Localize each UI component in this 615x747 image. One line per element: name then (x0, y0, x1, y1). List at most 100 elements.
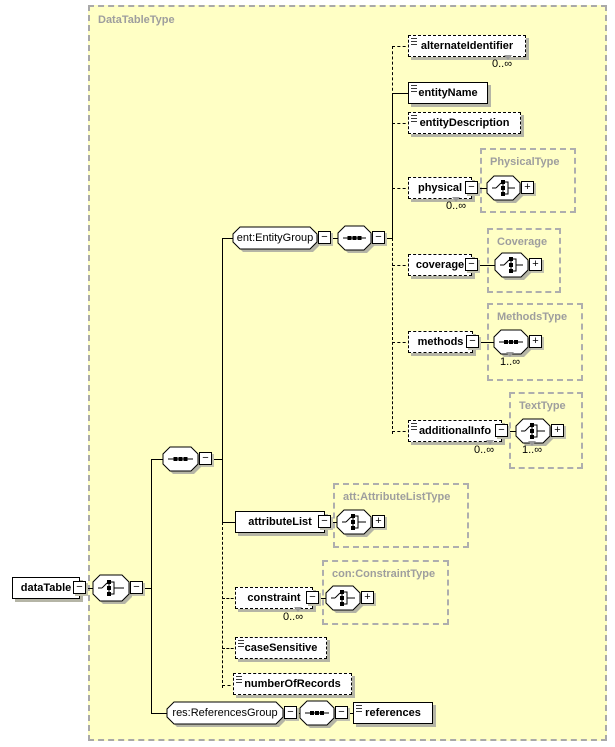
cardinality-methodsType: 1..∞ (500, 356, 521, 368)
type-box-PhysicalType: PhysicalType (480, 148, 576, 213)
element-label: physical (417, 182, 463, 194)
text-content-icon (411, 38, 417, 45)
expand-button-physicalType[interactable]: + (521, 181, 534, 194)
connector-line (222, 522, 223, 688)
type-label: MethodsType (497, 311, 568, 323)
element-label: entityName (418, 87, 478, 99)
connector-line (508, 431, 516, 432)
element-label: additionalInfo (418, 425, 492, 437)
connector-line (331, 238, 338, 239)
sequence-compositor-referencesGroup[interactable] (299, 700, 337, 728)
connector-line (478, 265, 495, 266)
cardinality-additionalInfo: 0..∞ (474, 444, 495, 456)
group-label: res:ReferencesGroup (172, 707, 278, 719)
occurs-indicator-icon (294, 607, 302, 612)
text-content-icon (236, 676, 242, 683)
expand-button-coverageType[interactable]: + (529, 258, 542, 271)
expand-button-textType[interactable]: + (551, 424, 564, 437)
element-dataTable[interactable]: dataTable (12, 577, 80, 599)
type-box-AttributeListType: att:AttributeListType (333, 483, 469, 548)
element-physical[interactable]: physical (408, 177, 472, 199)
collapse-button-constraint[interactable]: − (306, 591, 319, 604)
connector-line (222, 598, 238, 599)
element-label: constraint (247, 592, 301, 604)
group-referencesGroup[interactable]: res:ReferencesGroup (166, 701, 286, 727)
type-label: PhysicalType (490, 156, 560, 168)
compositor-attributeListType[interactable] (336, 509, 374, 537)
element-label: attributeList (248, 516, 312, 528)
collapse-button-physical[interactable]: − (465, 181, 478, 194)
connector-line (222, 238, 223, 522)
sequence-compositor-branch[interactable] (162, 446, 201, 474)
collapse-button-entityGroup[interactable]: − (318, 231, 331, 244)
connector-line (392, 123, 411, 124)
element-label: methods (417, 336, 464, 348)
connector-line (392, 46, 411, 47)
element-constraint[interactable]: constraint (235, 587, 313, 609)
element-entityDescription[interactable]: entityDescription (408, 112, 521, 134)
compositor-physicalType[interactable] (486, 175, 523, 203)
group-label: ent:EntityGroup (236, 232, 314, 244)
type-box-TextType: TextType (509, 392, 583, 469)
element-label: coverage (415, 259, 465, 271)
collapse-button-root-choice[interactable]: − (130, 581, 143, 594)
group-entityGroup[interactable]: ent:EntityGroup (232, 226, 320, 252)
element-methods[interactable]: methods (408, 331, 473, 353)
element-additionalInfo[interactable]: additionalInfo (408, 420, 502, 442)
element-references[interactable]: references (353, 702, 433, 724)
connector-line (392, 188, 411, 189)
connector-line (212, 459, 222, 460)
cardinality-constraint: 0..∞ (283, 611, 304, 623)
connector-line (392, 342, 411, 343)
type-label: att:AttributeListType (343, 491, 451, 503)
compositor-textType[interactable] (515, 418, 553, 446)
collapse-button-coverage[interactable]: − (465, 258, 478, 271)
type-label: Coverage (497, 236, 548, 248)
collapse-button-attributeList[interactable]: − (318, 515, 331, 528)
connector-line (222, 522, 235, 523)
cardinality-physical: 0..∞ (446, 200, 467, 212)
element-entityName[interactable]: entityName (408, 82, 488, 104)
collapse-button-additionalInfo[interactable]: − (495, 424, 508, 437)
compositor-coverage[interactable] (494, 252, 531, 280)
collapse-button-entityGroup-sequence[interactable]: − (372, 231, 385, 244)
connector-line (297, 713, 300, 714)
element-caseSensitive[interactable]: caseSensitive (235, 637, 327, 659)
occurs-indicator-icon (486, 440, 494, 445)
element-alternateIdentifier[interactable]: alternateIdentifier (408, 35, 526, 57)
element-coverage[interactable]: coverage (408, 254, 472, 276)
expand-button-methodsType[interactable]: + (529, 335, 542, 348)
connector-line (392, 431, 411, 432)
connector-line (392, 238, 393, 434)
choice-compositor-root[interactable] (92, 574, 132, 604)
occurs-indicator-icon (506, 352, 514, 357)
connector-line (319, 598, 326, 599)
text-content-icon (411, 423, 417, 430)
expand-button-attributeListType[interactable]: + (372, 515, 385, 528)
collapse-button-referencesGroup-sequence[interactable]: − (335, 706, 348, 719)
element-attributeList[interactable]: attributeList (235, 511, 325, 533)
element-label: dataTable (20, 582, 72, 594)
element-label: numberOfRecords (244, 678, 341, 690)
element-label: alternateIdentifier (420, 40, 514, 52)
connector-line (222, 648, 238, 649)
type-label: TextType (519, 400, 566, 412)
compositor-constraintType[interactable] (325, 585, 363, 613)
connector-line (151, 459, 152, 713)
sequence-compositor-entityGroup[interactable] (337, 225, 374, 253)
connector-line (348, 713, 353, 714)
expand-button-constraintType[interactable]: + (361, 591, 374, 604)
occurs-indicator-icon (452, 197, 460, 202)
connector-line (478, 188, 487, 189)
connector-line (222, 685, 236, 686)
collapse-button-methods[interactable]: − (466, 335, 479, 348)
connector-line (222, 238, 233, 239)
collapse-button-referencesGroup[interactable]: − (284, 706, 297, 719)
connector-line (332, 522, 337, 523)
collapse-button-dataTable[interactable]: − (73, 581, 86, 594)
type-box-Coverage: Coverage (487, 228, 561, 293)
connector-line (143, 588, 151, 589)
collapse-button-branch-sequence[interactable]: − (199, 452, 212, 465)
element-numberOfRecords[interactable]: numberOfRecords (233, 673, 352, 695)
sequence-compositor-methodsType[interactable] (493, 329, 531, 357)
